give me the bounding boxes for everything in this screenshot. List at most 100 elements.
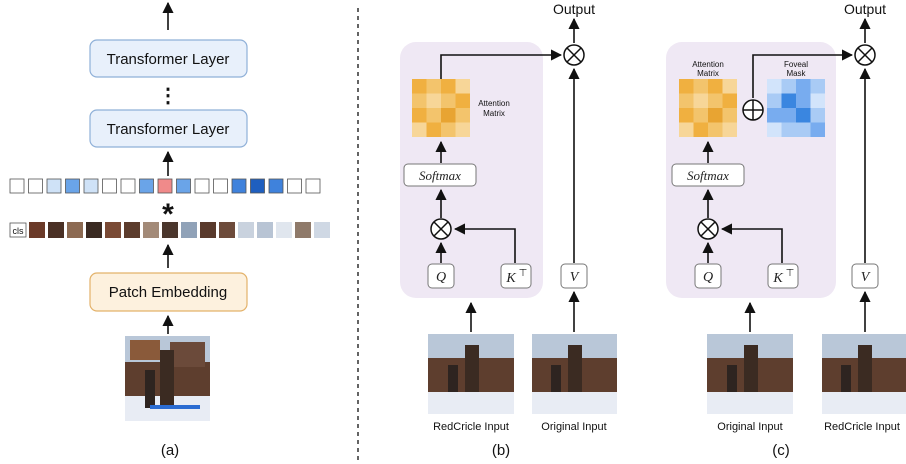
image-patch (200, 222, 216, 238)
matrix-cell (426, 93, 441, 108)
image-patch (257, 222, 273, 238)
matrix-cell (767, 108, 782, 123)
mask-token (120, 178, 136, 194)
attention-matrix-label-b-1: Attention (478, 99, 510, 108)
caption-c: (c) (772, 442, 790, 459)
multiply-op-qk-c (697, 218, 719, 240)
q-box-c (694, 263, 722, 289)
image-patch (105, 222, 121, 238)
matrix-cell (796, 79, 811, 94)
arrow-sum-to-output-c (752, 49, 854, 98)
caption-a: (a) (161, 442, 179, 459)
matrix-cell (441, 122, 456, 137)
v-box-c (851, 263, 879, 289)
matrix-cell (810, 93, 825, 108)
arrow-k-to-multiply-b (453, 223, 516, 263)
mask-token (83, 178, 99, 194)
softmax-label-b: Softmax (419, 168, 461, 183)
matrix-cell (693, 93, 708, 108)
transformer-layer-bottom-box (89, 109, 248, 148)
image-patch (314, 222, 330, 238)
matrix-cell (796, 108, 811, 123)
matrix-cell (693, 108, 708, 123)
matrix-cell (455, 79, 470, 94)
matrix-cell (781, 93, 796, 108)
image-patch (143, 222, 159, 238)
image-patch (67, 222, 83, 238)
v-box-b (560, 263, 588, 289)
matrix-cell (426, 122, 441, 137)
image-patch (29, 222, 45, 238)
matrix-cell (708, 79, 723, 94)
attention-matrix-label-c-2: Matrix (697, 69, 719, 78)
mask-token (139, 178, 154, 194)
matrix-cell (722, 79, 737, 94)
softmax-box-b (403, 163, 477, 187)
matrix-cell (708, 122, 723, 137)
mask-token (287, 178, 302, 194)
input-photo-original-c (707, 334, 793, 414)
attention-matrix-b (412, 79, 470, 137)
softmax-box-c (671, 163, 745, 187)
mask-token (194, 178, 210, 194)
mask-token (102, 178, 117, 194)
matrix-cell (679, 79, 694, 94)
matrix-cell (796, 93, 811, 108)
matrix-cell (767, 122, 782, 137)
input-photo-a (125, 336, 210, 421)
matrix-cell (722, 108, 737, 123)
matrix-cell (722, 93, 737, 108)
layer-ellipsis: ⋮ (158, 85, 178, 107)
q-label-b: Q (436, 270, 446, 285)
matrix-cell (412, 108, 427, 123)
softmax-label-c: Softmax (687, 168, 729, 183)
image-patch (276, 222, 292, 238)
v-label-b: V (570, 270, 580, 285)
matrix-cell (412, 93, 427, 108)
k-box-c (767, 263, 799, 289)
cls-token (9, 222, 27, 238)
patch-embedding-label: Patch Embedding (109, 284, 227, 301)
matrix-cell (767, 79, 782, 94)
input-label-original-b: Original Input (541, 421, 606, 433)
image-patch (219, 222, 235, 238)
add-op-c (742, 99, 764, 121)
input-label-redcircle-c: RedCricle Input (824, 421, 900, 433)
k-transpose-c: ⊤ (786, 268, 795, 279)
image-patch (48, 222, 64, 238)
matrix-cell (441, 108, 456, 123)
caption-b: (b) (492, 442, 510, 459)
matrix-cell (441, 79, 456, 94)
mask-token (305, 178, 321, 194)
output-label-c: Output (844, 1, 886, 17)
image-patch (181, 222, 197, 238)
mask-token (157, 178, 173, 194)
input-label-redcircle-b: RedCricle Input (433, 421, 509, 433)
image-patch (86, 222, 102, 238)
q-box-b (427, 263, 455, 289)
mask-token (176, 178, 191, 194)
matrix-cell (455, 93, 470, 108)
image-patch (124, 222, 140, 238)
foveal-mask-label-c-2: Mask (786, 69, 806, 78)
matrix-cell (679, 93, 694, 108)
foveal-mask-c (767, 79, 825, 137)
input-label-original-c: Original Input (717, 421, 782, 433)
k-box-b (500, 263, 532, 289)
input-photo-redcircle-b (428, 334, 514, 414)
cls-token-label: cls (13, 226, 24, 236)
image-patch-row (29, 222, 330, 238)
matrix-cell (796, 122, 811, 137)
image-patch (295, 222, 311, 238)
mask-token (9, 178, 25, 194)
image-patch (162, 222, 178, 238)
mask-token (46, 178, 62, 194)
attention-matrix-c (679, 79, 737, 137)
k-label-c: K (772, 271, 783, 286)
matrix-cell (679, 122, 694, 137)
matrix-cell (810, 108, 825, 123)
matrix-cell (426, 108, 441, 123)
mask-token (268, 178, 284, 194)
input-photo-original-b (532, 334, 617, 414)
